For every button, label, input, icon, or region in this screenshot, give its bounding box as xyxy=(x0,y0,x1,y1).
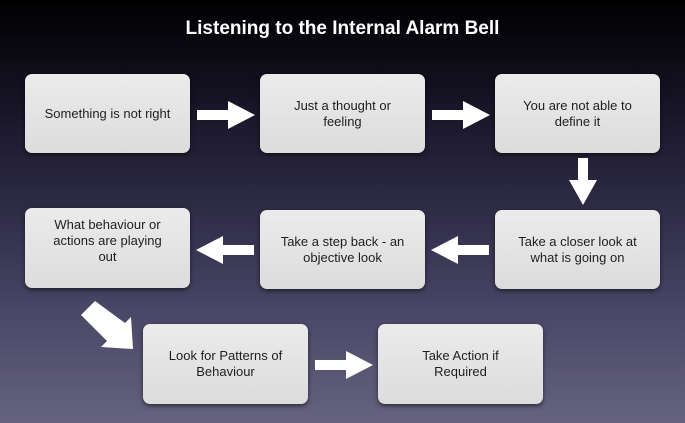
arrow-left-icon xyxy=(196,236,254,264)
arrow-left-icon xyxy=(431,236,489,264)
arrow-down-icon xyxy=(569,158,597,205)
step-label-1: Something is not right xyxy=(44,105,171,121)
diagram-title: Listening to the Internal Alarm Bell xyxy=(185,18,500,39)
step-box-6: What behaviour or actions are playing ou… xyxy=(25,208,190,288)
step-label-6: What behaviour or actions are playing ou… xyxy=(53,217,162,264)
arrow-right-icon xyxy=(197,101,255,129)
step-label-3: You are not able to define it xyxy=(523,97,632,129)
step-label-7: Look for Patterns of Behaviour xyxy=(168,348,283,379)
step-box-3: You are not able to define it xyxy=(495,74,660,153)
arrow-diagonal-icon xyxy=(81,301,133,349)
step-box-2: Just a thought or feeling xyxy=(260,74,425,153)
step-box-7: Look for Patterns of Behaviour xyxy=(143,324,308,404)
step-label-4: Take a closer look at what is going on xyxy=(518,233,637,265)
step-box-4: Take a closer look at what is going on xyxy=(495,210,660,289)
arrow-right-icon xyxy=(432,101,490,129)
step-label-2: Just a thought or feeling xyxy=(294,97,391,129)
step-label-8: Take Action if Required xyxy=(422,348,499,379)
arrow-right-icon xyxy=(315,351,373,379)
step-box-8: Take Action if Required xyxy=(378,324,543,404)
step-label-5: Take a step back - an objective look xyxy=(280,233,405,265)
step-box-1: Something is not right xyxy=(25,74,190,153)
step-box-5: Take a step back - an objective look xyxy=(260,210,425,289)
